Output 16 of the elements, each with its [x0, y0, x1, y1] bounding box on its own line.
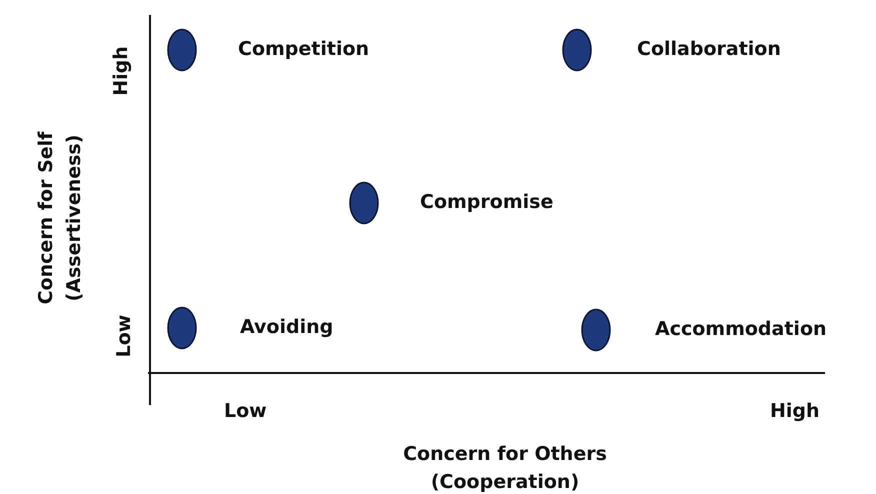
axis-tick-label: Low: [113, 314, 135, 360]
style-marker: [167, 306, 197, 350]
style-label: Competition: [238, 38, 370, 60]
style-marker: [167, 28, 197, 72]
axis-tick-label: High: [110, 45, 132, 98]
style-marker: [581, 308, 611, 352]
style-label: Accommodation: [655, 318, 827, 340]
axis-title: Concern for Self (Assertiveness): [34, 130, 86, 306]
style-label: Avoiding: [240, 316, 334, 338]
style-marker: [562, 28, 592, 72]
style-label: Compromise: [420, 191, 554, 213]
axis-tick-label: Low: [224, 400, 267, 422]
style-marker: [349, 181, 379, 225]
axis-tick-label: High: [770, 400, 820, 422]
axis-title: Concern for Others (Cooperation): [402, 442, 608, 494]
style-label: Collaboration: [637, 38, 781, 60]
